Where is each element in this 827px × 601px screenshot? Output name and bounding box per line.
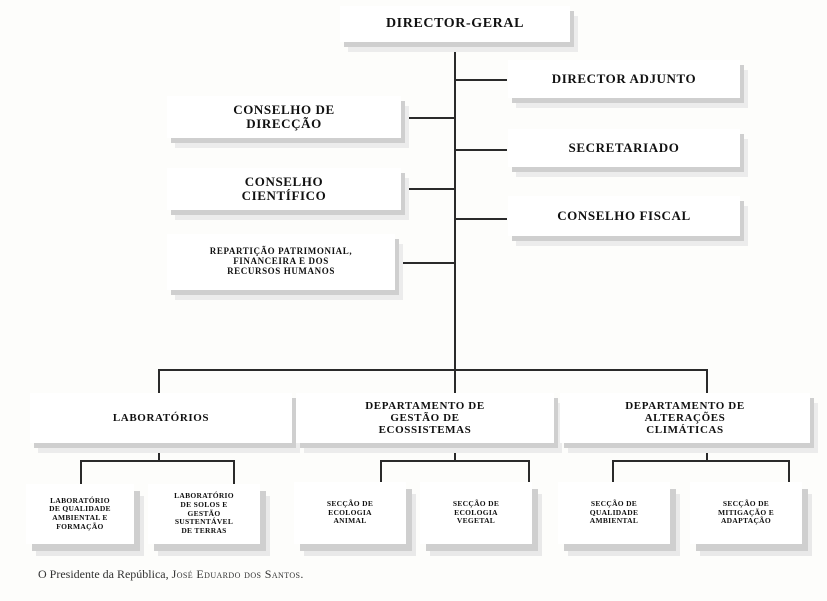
footer-text: O Presidente da República,: [38, 567, 169, 581]
seccao-eco-vegetal-box: SECÇÃO DE ECOLOGIA VEGETAL: [420, 482, 532, 544]
seccao-eco-vegetal-label: SECÇÃO DE ECOLOGIA VEGETAL: [452, 499, 500, 526]
conselho-fiscal-label: CONSELHO FISCAL: [557, 207, 691, 223]
secretariado-label: SECRETARIADO: [568, 139, 680, 155]
footer-signatory: José Eduardo dos Santos.: [171, 567, 304, 581]
conselho-direccao-box: CONSELHO DE DIRECÇÃO: [167, 96, 401, 138]
eco-drop-left: [380, 460, 382, 484]
dep-alteracoes-box: DEPARTAMENTO DE ALTERAÇÕES CLIMÁTICAS: [560, 393, 810, 443]
trunk-line: [454, 44, 456, 370]
alt-drop: [706, 448, 708, 461]
conselho-fiscal-box: CONSELHO FISCAL: [508, 196, 740, 236]
alt-bus: [612, 460, 790, 462]
footer-signature-line: O Presidente da República, José Eduardo …: [38, 567, 304, 582]
director-geral-box: DIRECTOR-GERAL: [340, 6, 570, 42]
reparticao-box: REPARTIÇÃO PATRIMONIAL, FINANCEIRA E DOS…: [167, 234, 395, 290]
director-adjunto-box: DIRECTOR ADJUNTO: [508, 60, 740, 98]
seccao-eco-animal-label: SECÇÃO DE ECOLOGIA ANIMAL: [326, 499, 374, 526]
conselho-cientifico-label: CONSELHO CIENTÍFICO: [241, 173, 327, 203]
seccao-qualidade-label: SECÇÃO DE QUALIDADE AMBIENTAL: [589, 499, 639, 526]
branch-conselho-cientifico: [403, 188, 455, 190]
conselho-direccao-label: CONSELHO DE DIRECÇÃO: [233, 101, 335, 131]
seccao-mitigacao-box: SECÇÃO DE MITIGAÇÃO E ADAPTAÇÃO: [690, 482, 802, 544]
director-adjunto-label: DIRECTOR ADJUNTO: [551, 70, 697, 86]
branch-conselho-direccao: [403, 117, 455, 119]
alt-drop-left: [612, 460, 614, 484]
seccao-qualidade-box: SECÇÃO DE QUALIDADE AMBIENTAL: [558, 482, 670, 544]
branch-conselho-fiscal: [455, 218, 507, 220]
drop-ecossistemas: [454, 369, 456, 393]
lab-qualidade-label: LABORATÓRIO DE QUALIDADE AMBIENTAL E FOR…: [49, 495, 111, 531]
reparticao-label: REPARTIÇÃO PATRIMONIAL, FINANCEIRA E DOS…: [209, 246, 353, 276]
dep-ecossistemas-box: DEPARTAMENTO DE GESTÃO DE ECOSSISTEMAS: [296, 393, 554, 443]
alt-drop-right: [788, 460, 790, 484]
director-geral-label: DIRECTOR-GERAL: [385, 16, 525, 32]
eco-bus: [380, 460, 530, 462]
drop-laboratorios: [158, 369, 160, 393]
lab-bus: [80, 460, 235, 462]
lab-solos-box: LABORATÓRIO DE SOLOS E GESTÃO SUSTENTÁVE…: [148, 484, 260, 544]
dep-ecossistemas-label: DEPARTAMENTO DE GESTÃO DE ECOSSISTEMAS: [365, 399, 485, 437]
departments-bus: [158, 369, 708, 371]
eco-drop-right: [528, 460, 530, 484]
seccao-eco-animal-box: SECÇÃO DE ECOLOGIA ANIMAL: [294, 482, 406, 544]
dep-alteracoes-label: DEPARTAMENTO DE ALTERAÇÕES CLIMÁTICAS: [625, 399, 745, 437]
branch-director-adjunto: [455, 79, 507, 81]
seccao-mitigacao-label: SECÇÃO DE MITIGAÇÃO E ADAPTAÇÃO: [717, 499, 774, 526]
lab-drop: [158, 448, 160, 461]
branch-secretariado: [455, 149, 507, 151]
lab-drop-left: [80, 460, 82, 484]
drop-alteracoes: [706, 369, 708, 393]
eco-drop: [454, 448, 456, 461]
lab-solos-label: LABORATÓRIO DE SOLOS E GESTÃO SUSTENTÁVE…: [174, 491, 234, 535]
lab-drop-right: [233, 460, 235, 484]
conselho-cientifico-box: CONSELHO CIENTÍFICO: [167, 168, 401, 210]
laboratorios-label: LABORATÓRIOS: [112, 411, 210, 424]
laboratorios-box: LABORATÓRIOS: [30, 393, 292, 443]
secretariado-box: SECRETARIADO: [508, 129, 740, 167]
branch-reparticao: [398, 262, 455, 264]
lab-qualidade-box: LABORATÓRIO DE QUALIDADE AMBIENTAL E FOR…: [26, 484, 134, 544]
